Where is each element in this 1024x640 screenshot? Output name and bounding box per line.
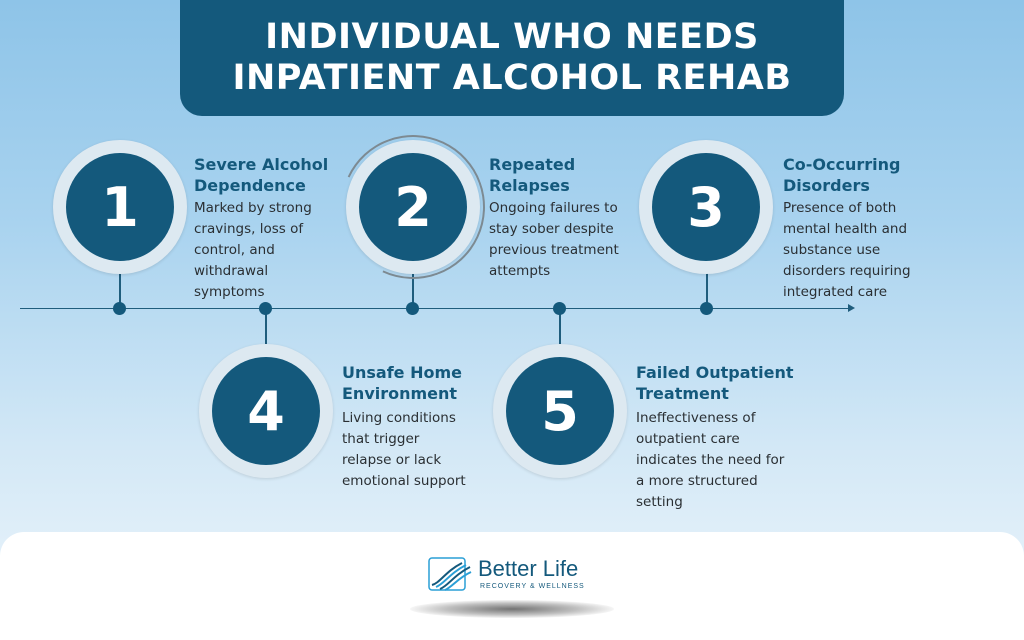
timeline-line <box>20 308 850 309</box>
footer-panel <box>0 532 1024 640</box>
step-5-circle: 5 <box>493 344 627 478</box>
wave-logo-icon <box>428 557 472 591</box>
timeline-dot-1 <box>113 302 126 315</box>
title-line-2: INPATIENT ALCOHOL REHAB <box>232 58 792 98</box>
connector-4 <box>265 310 267 344</box>
brand-tagline: RECOVERY & WELLNESS <box>480 583 585 590</box>
brand-name: Better Life <box>478 556 579 581</box>
connector-5 <box>559 310 561 344</box>
step-5-number: 5 <box>506 357 614 465</box>
connector-3 <box>706 272 708 308</box>
connector-1 <box>119 272 121 308</box>
timeline-dot-2 <box>406 302 419 315</box>
title-banner: INDIVIDUAL WHO NEEDS INPATIENT ALCOHOL R… <box>180 0 844 116</box>
timeline-dot-4 <box>259 302 272 315</box>
step-2-number: 2 <box>359 153 467 261</box>
step-1-number: 1 <box>66 153 174 261</box>
step-3-circle: 3 <box>639 140 773 274</box>
timeline-dot-5 <box>553 302 566 315</box>
step-3-number: 3 <box>652 153 760 261</box>
step-4-number: 4 <box>212 357 320 465</box>
logo-shadow <box>410 600 614 618</box>
timeline-dot-3 <box>700 302 713 315</box>
title-line-1: INDIVIDUAL WHO NEEDS <box>265 17 759 57</box>
timeline-arrow-icon <box>848 304 855 312</box>
step-2-circle: 2 <box>346 140 480 274</box>
connector-2 <box>412 272 414 308</box>
step-4-circle: 4 <box>199 344 333 478</box>
step-1-circle: 1 <box>53 140 187 274</box>
